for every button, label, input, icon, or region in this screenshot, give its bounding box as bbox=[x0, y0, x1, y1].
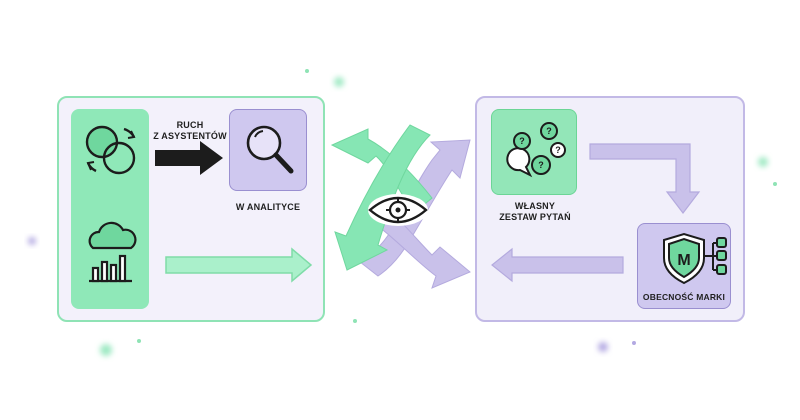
magnifier-icon bbox=[246, 125, 294, 174]
brand-shield-network-icon: M bbox=[663, 232, 727, 285]
traffic-label: RUCH Z ASYSTENTÓW bbox=[150, 120, 230, 142]
flow-arrow-left-bottom bbox=[165, 247, 313, 283]
eye-target-icon bbox=[368, 194, 428, 226]
traffic-label-line1: RUCH bbox=[176, 120, 204, 130]
question-mark: ? bbox=[546, 126, 552, 136]
questions-label: WŁASNY ZESTAW PYTAŃ bbox=[483, 201, 587, 223]
chat-questions-icon: ? ? ? ? bbox=[506, 122, 566, 178]
decorative-dots bbox=[28, 69, 777, 356]
venn-cycle-icon bbox=[85, 125, 136, 175]
flow-arrow-right-elbow bbox=[589, 143, 701, 214]
brand-label: OBECNOŚĆ MARKI bbox=[642, 292, 726, 302]
question-mark: ? bbox=[538, 160, 544, 170]
analytics-label: W ANALITYCE bbox=[235, 202, 301, 212]
flow-arrow-right-bottom bbox=[491, 247, 624, 283]
traffic-label-line2: Z ASYSTENTÓW bbox=[153, 131, 227, 141]
question-mark: ? bbox=[519, 136, 525, 146]
cloud-analytics-icon bbox=[88, 221, 137, 283]
traffic-arrow bbox=[155, 141, 223, 175]
question-mark: ? bbox=[555, 145, 561, 155]
questions-label-line1: WŁASNY bbox=[514, 201, 556, 211]
questions-label-line2: ZESTAW PYTAŃ bbox=[499, 212, 571, 222]
brand-letter: M bbox=[677, 252, 690, 269]
